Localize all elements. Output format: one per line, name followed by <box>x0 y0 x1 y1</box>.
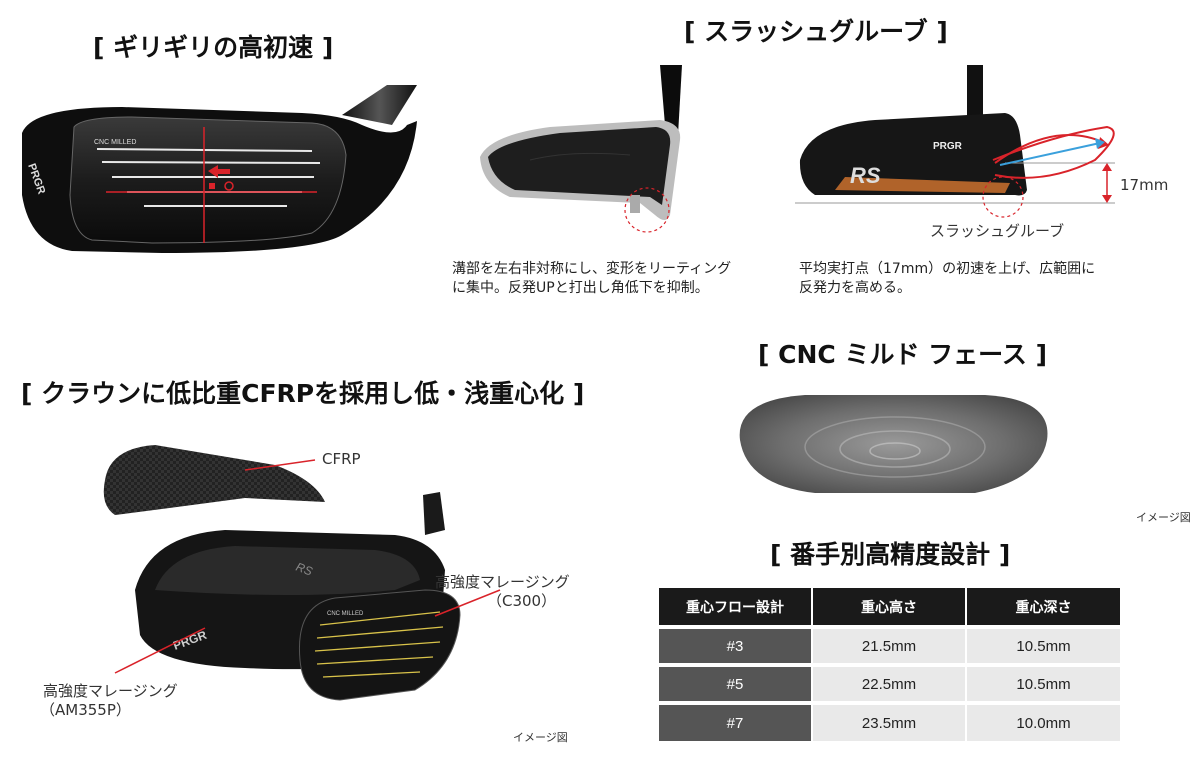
face-material-line-2: （C300） <box>487 592 557 610</box>
cnc-image-note: イメージ図 <box>1136 511 1190 524</box>
cnc-milled-face-image <box>739 395 1048 493</box>
face-material-line-1: 高強度マレージング <box>435 573 570 591</box>
table-row: #5 22.5mm 10.5mm <box>659 663 1120 703</box>
groove-side-view-image: PRGR RS <box>795 65 1115 218</box>
club-number: #7 <box>659 701 813 741</box>
groove-caption-left-1: 溝部を左右非対称にし、変形をリーティング <box>452 261 732 277</box>
heading-crown: [ クラウンに低比重CFRPを採用し低・浅重心化 ] <box>21 379 585 408</box>
heading-slash-groove: [ スラッシュグルーブ ] <box>684 17 948 46</box>
groove-cross-section-image <box>480 65 682 233</box>
crown-logo-text: RS <box>294 560 314 579</box>
crown-face-milled-text: CNC MILLED <box>327 611 364 617</box>
cg-height-value: 21.5mm <box>812 625 967 665</box>
header-cg-depth: 重心深さ <box>966 588 1120 627</box>
table-row: #7 23.5mm 10.0mm <box>659 701 1120 741</box>
groove-label: スラッシュグルーブ <box>930 222 1065 240</box>
side-logo-text: RS <box>850 163 881 188</box>
groove-caption-left-2: に集中。反発UPと打出し角低下を抑制。 <box>452 280 709 296</box>
table-row: #3 21.5mm 10.5mm <box>659 625 1120 665</box>
cg-depth-value: 10.5mm <box>966 663 1120 703</box>
heading-speed: [ ギリギリの高初速 ] <box>93 33 334 62</box>
cg-depth-value: 10.0mm <box>966 701 1120 741</box>
clubhead-face-image: CNC MILLED PRGR <box>22 85 417 253</box>
side-brand-text: PRGR <box>933 141 963 152</box>
spec-table: 重心フロー設計 重心高さ 重心深さ #3 21.5mm 10.5mm #5 22… <box>659 588 1120 741</box>
cg-height-value: 23.5mm <box>812 701 967 741</box>
cfrp-label: CFRP <box>322 450 361 468</box>
groove-caption-right-2: 反発力を高める。 <box>799 280 911 296</box>
cg-depth-value: 10.5mm <box>966 625 1120 665</box>
spec-table-header-row: 重心フロー設計 重心高さ 重心深さ <box>659 588 1120 627</box>
heading-precision: [ 番手別高精度設計 ] <box>770 540 1011 569</box>
crown-image-note: イメージ図 <box>513 731 568 744</box>
measurement-17mm: 17mm <box>1120 176 1169 194</box>
club-number: #5 <box>659 663 813 703</box>
header-cg-flow: 重心フロー設計 <box>659 588 813 627</box>
groove-caption-right-1: 平均実打点（17mm）の初速を上げ、広範囲に <box>799 261 1096 277</box>
body-material-line-1: 高強度マレージング <box>43 682 178 700</box>
face-milled-text: CNC MILLED <box>94 139 136 146</box>
cg-height-value: 22.5mm <box>812 663 967 703</box>
body-material-line-2: （AM355P） <box>40 701 131 719</box>
club-number: #3 <box>659 625 813 665</box>
heading-cnc-face: [ CNC ミルド フェース ] <box>758 340 1048 369</box>
crown-exploded-image: RS PRGR CNC MILLED <box>103 445 501 701</box>
header-cg-height: 重心高さ <box>812 588 967 627</box>
